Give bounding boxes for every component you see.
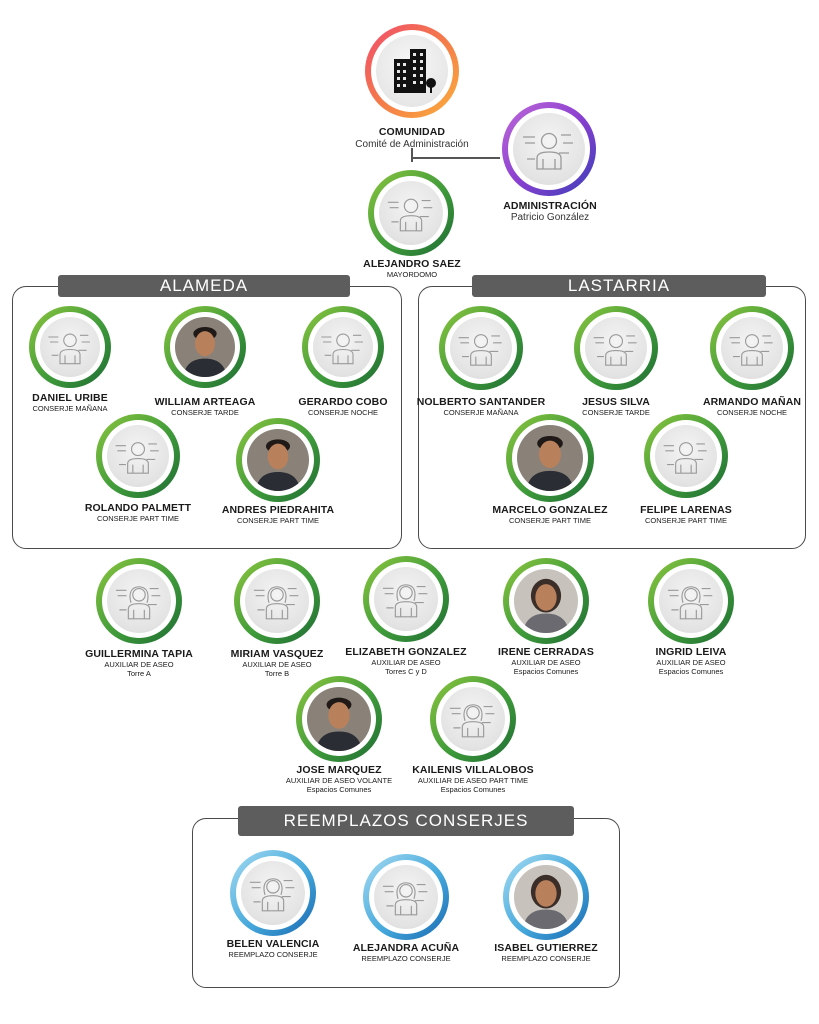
placeholder-female-icon xyxy=(115,586,161,620)
lastarria-banner: LASTARRIA xyxy=(472,275,766,297)
person-photo xyxy=(514,865,578,929)
placeholder-male-icon xyxy=(593,334,637,366)
placeholder-female-icon xyxy=(667,586,713,620)
placeholder-male-icon xyxy=(115,442,159,474)
administracion-ring xyxy=(502,102,596,196)
building-icon xyxy=(394,49,436,93)
person-photo xyxy=(517,425,583,491)
placeholder-male-icon xyxy=(458,334,502,366)
placeholder-female-icon xyxy=(249,878,295,912)
placeholder-male-icon xyxy=(48,333,90,365)
placeholder-female-icon xyxy=(449,704,495,738)
placeholder-female-icon xyxy=(382,882,428,916)
placeholder-male-icon xyxy=(663,442,707,474)
alameda-banner: ALAMEDA xyxy=(58,275,350,297)
placeholder-male-icon xyxy=(729,334,773,366)
person-photo xyxy=(307,687,371,751)
placeholder-male-icon xyxy=(387,198,433,232)
connector-comunidad-vertical xyxy=(411,148,413,162)
reemplazos-banner: REEMPLAZOS CONSERJES xyxy=(238,806,574,836)
placeholder-male-icon xyxy=(523,132,573,170)
placeholder-female-icon xyxy=(382,584,428,618)
placeholder-male-icon xyxy=(321,333,363,365)
comunidad-ring xyxy=(365,24,459,118)
person-photo xyxy=(247,429,309,491)
connector-comunidad-admin xyxy=(412,157,500,159)
person-photo xyxy=(175,317,235,377)
person-photo xyxy=(514,569,578,633)
mayordomo-ring xyxy=(368,170,454,256)
placeholder-female-icon xyxy=(253,586,299,620)
